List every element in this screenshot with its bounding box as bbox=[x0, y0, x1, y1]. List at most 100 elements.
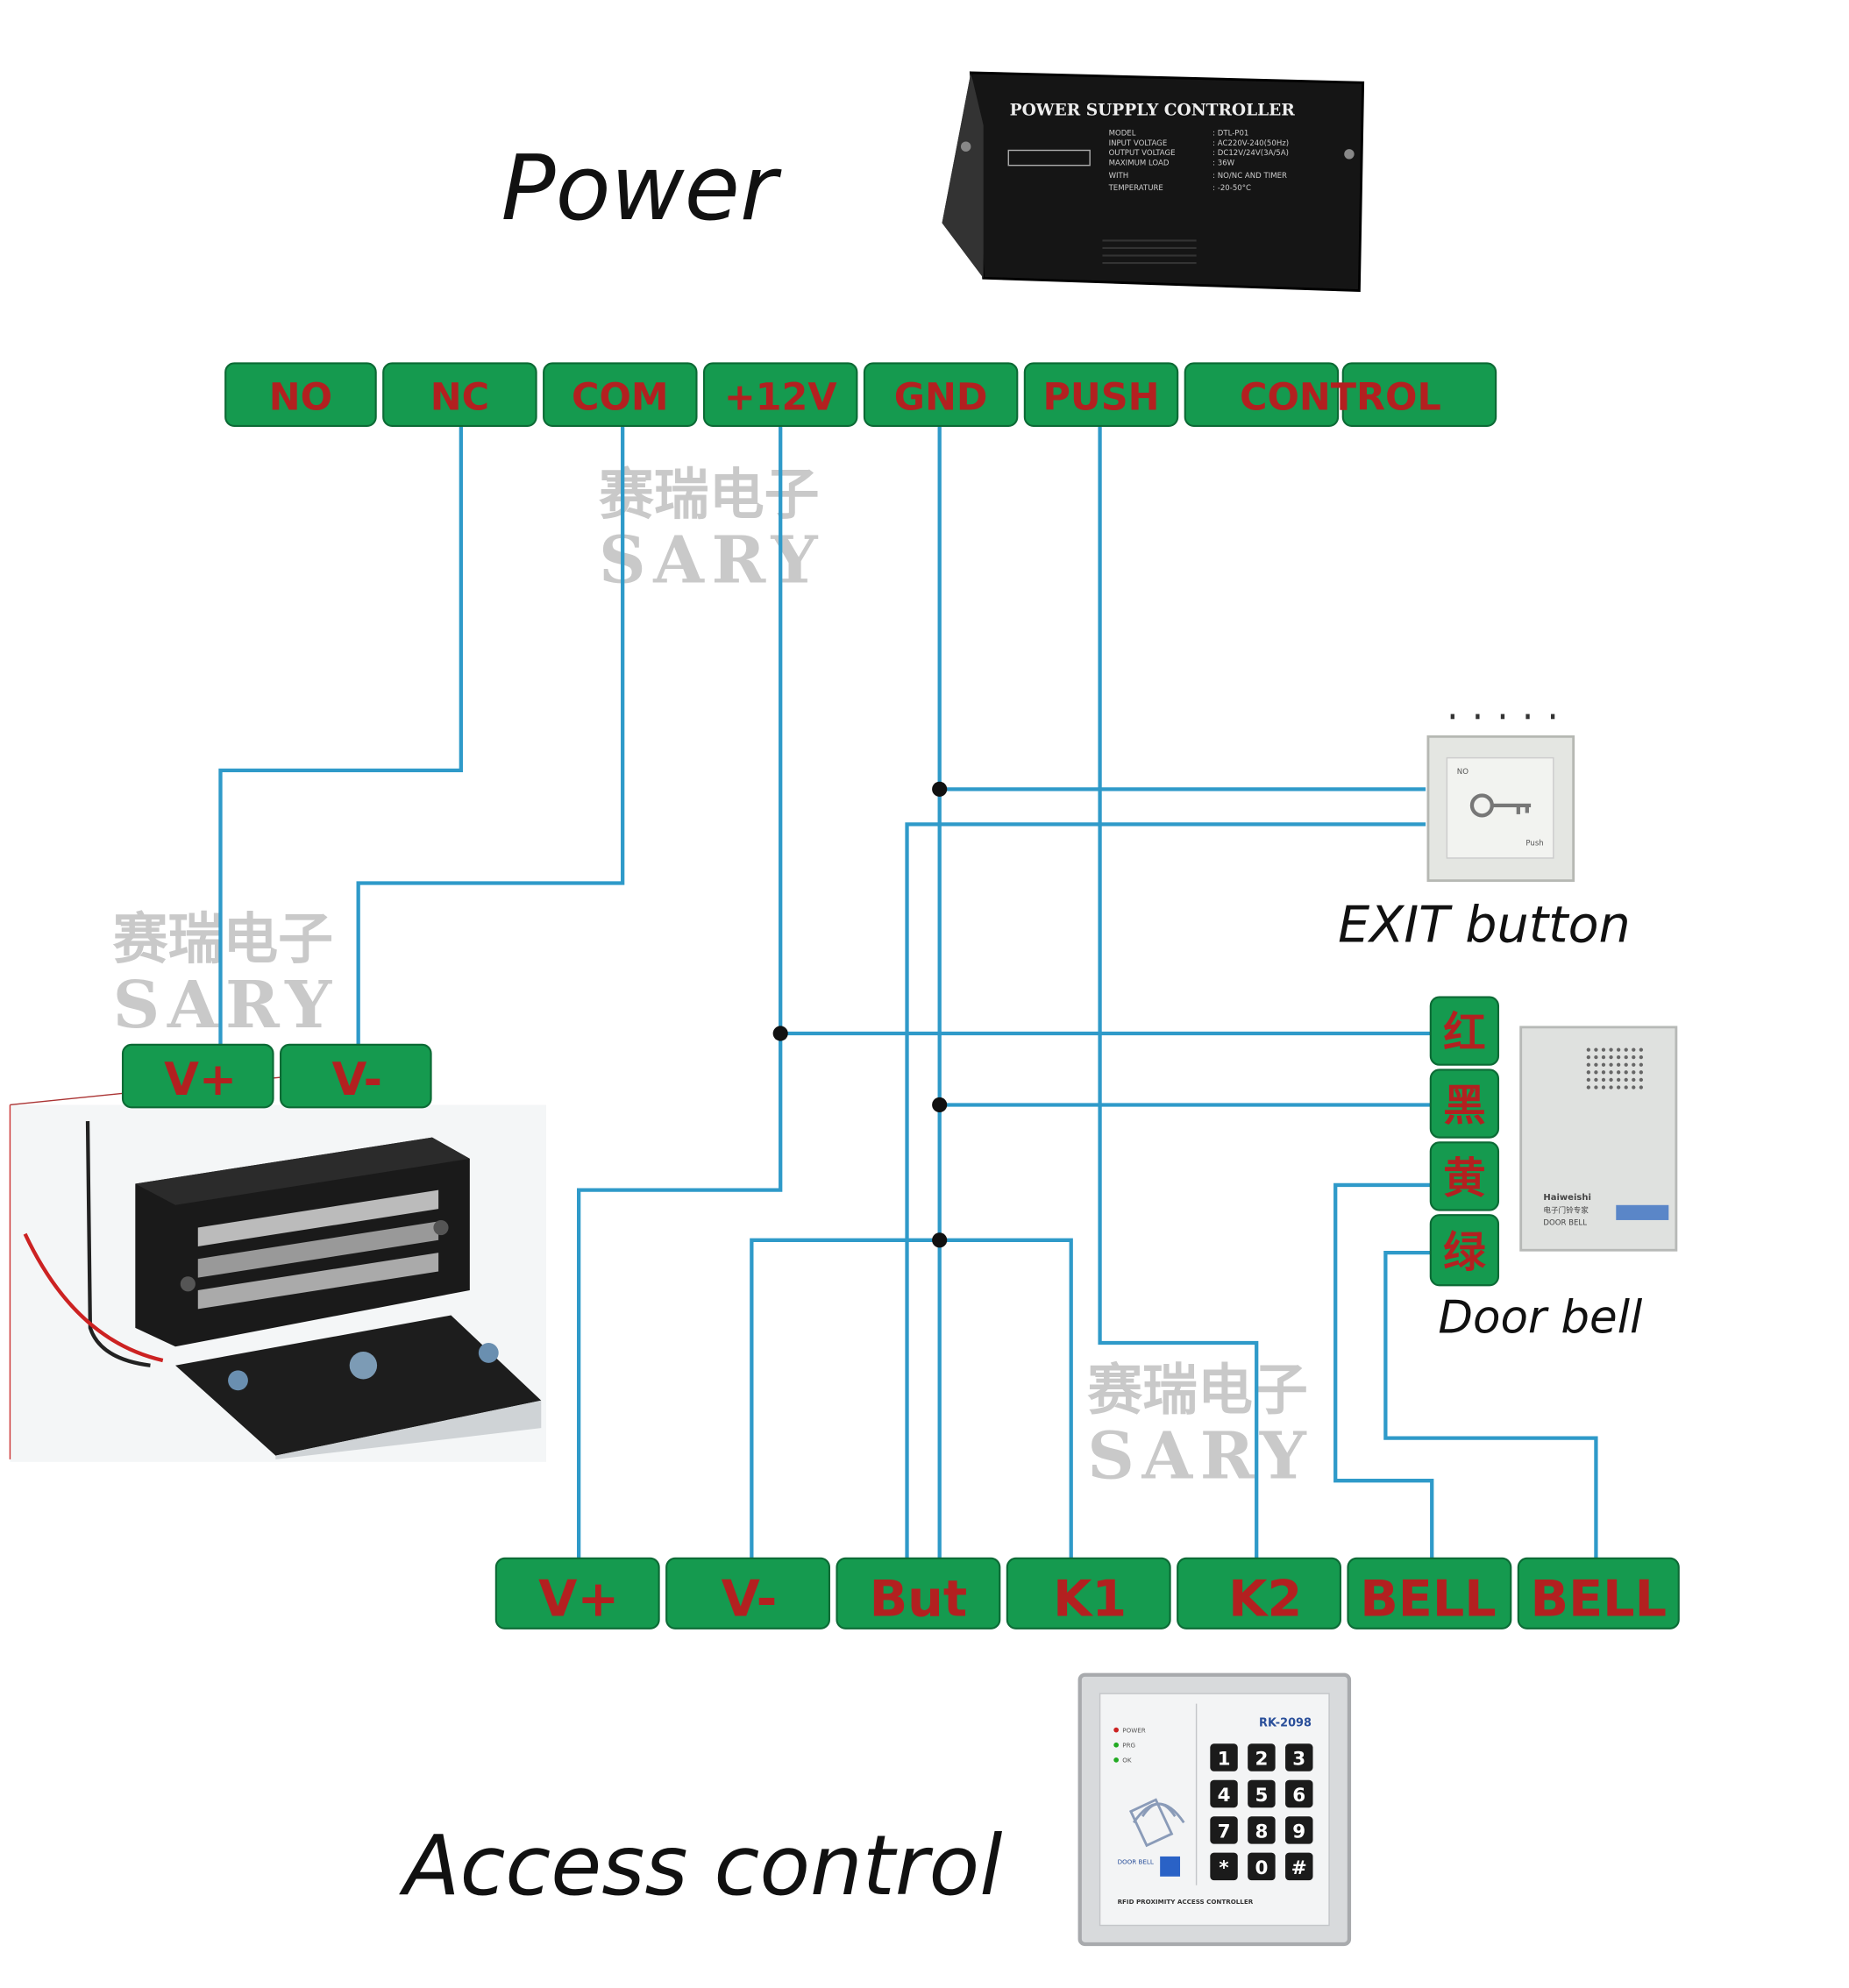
wire-gnd-to-k1 bbox=[939, 1238, 1073, 1569]
wire-stubs-icon bbox=[1450, 714, 1555, 720]
lock-wire-red bbox=[23, 1232, 164, 1363]
psu-spec: : DTL-P01 bbox=[1213, 129, 1248, 138]
terminal-label: BELL bbox=[1531, 1571, 1667, 1629]
keypad-key-label: 2 bbox=[1255, 1749, 1268, 1771]
terminal-label: 绿 bbox=[1443, 1228, 1486, 1277]
psu-title: POWER SUPPLY CONTROLLER bbox=[1010, 101, 1296, 119]
wires bbox=[218, 425, 1598, 1569]
keypad-key bbox=[1210, 1779, 1238, 1808]
grille-dot bbox=[1601, 1055, 1606, 1060]
bottom-terminal-block: V+ V- But K1 K2 BELL BELL bbox=[494, 1557, 1680, 1629]
wire-push-to-k2 bbox=[1098, 425, 1259, 1569]
indicator-label: PRG bbox=[1122, 1742, 1135, 1750]
watermark-en: SARY bbox=[113, 966, 339, 1043]
grille-dot bbox=[1609, 1077, 1613, 1083]
junction-dot bbox=[932, 781, 948, 797]
terminal-com: COM bbox=[543, 362, 698, 427]
access-terminal-bell-2: BELL bbox=[1517, 1557, 1680, 1629]
keypad-key bbox=[1285, 1743, 1313, 1771]
grille-dot bbox=[1601, 1070, 1606, 1075]
terminal-no: NO bbox=[224, 362, 377, 427]
grille-dot bbox=[1586, 1085, 1590, 1090]
grille-dot bbox=[1616, 1077, 1621, 1083]
bell-brand: Haiweishi bbox=[1543, 1193, 1590, 1203]
access-terminal-k2: K2 bbox=[1177, 1557, 1341, 1629]
grille-dot bbox=[1601, 1047, 1606, 1052]
grille-dot bbox=[1616, 1062, 1621, 1067]
keypad-key bbox=[1248, 1743, 1276, 1771]
grille-dot bbox=[1624, 1062, 1628, 1067]
psu-spec: : DC12V/24V(3A/5A) bbox=[1213, 149, 1289, 158]
grille-dot bbox=[1639, 1055, 1644, 1060]
keypad-key-label: 5 bbox=[1255, 1785, 1268, 1807]
watermark-top: 赛瑞电子 SARY bbox=[599, 462, 825, 599]
keypad-key-label: * bbox=[1219, 1857, 1228, 1879]
grille-dot bbox=[1609, 1047, 1613, 1052]
keypad-key bbox=[1285, 1779, 1313, 1808]
bell-key-icon bbox=[1160, 1856, 1181, 1877]
watermark-bottom: 赛瑞电子 SARY bbox=[1087, 1358, 1313, 1495]
access-terminal-k1: K1 bbox=[1006, 1557, 1171, 1629]
grille-dot bbox=[1594, 1070, 1598, 1075]
keypad-key-label: 8 bbox=[1255, 1821, 1268, 1842]
indicator-label: OK bbox=[1122, 1757, 1132, 1764]
wire-12v-to-vplus bbox=[577, 425, 783, 1569]
junction-dot bbox=[772, 1026, 788, 1041]
door-bell-label: Door bell bbox=[1438, 1292, 1643, 1345]
grille-dot bbox=[1632, 1055, 1636, 1060]
grille-dot bbox=[1616, 1055, 1621, 1060]
grille-dot bbox=[1586, 1070, 1590, 1075]
bell-line3: DOOR BELL bbox=[1543, 1219, 1587, 1228]
grille-dot bbox=[1594, 1077, 1598, 1083]
grille-dot bbox=[1586, 1062, 1590, 1067]
bell-terminal-block: 红 黑 黄 绿 bbox=[1429, 996, 1500, 1287]
grille-dot bbox=[1624, 1055, 1628, 1060]
key-icon bbox=[1469, 793, 1532, 818]
grille-dot bbox=[1594, 1047, 1598, 1052]
bell-terminal-green: 绿 bbox=[1429, 1214, 1500, 1287]
bell-line2: 电子门铃专家 bbox=[1543, 1204, 1589, 1215]
access-terminal-vminus: V- bbox=[665, 1557, 831, 1629]
wire-gnd-to-vminus bbox=[750, 1238, 940, 1569]
door-bell-device: Haiweishi 电子门铃专家 DOOR BELL bbox=[1519, 1026, 1678, 1252]
exit-button-label: EXIT button bbox=[1338, 897, 1631, 955]
wire-bell-yellow-to-bell bbox=[1333, 1182, 1439, 1569]
keypad-key bbox=[1285, 1852, 1313, 1881]
wire-nc-to-lock-vplus bbox=[218, 425, 463, 1055]
terminal-label: V- bbox=[332, 1054, 382, 1106]
terminal-label: V+ bbox=[538, 1571, 619, 1629]
grille-dot bbox=[1632, 1047, 1636, 1052]
psu-spec: TEMPERATURE bbox=[1108, 184, 1163, 193]
junctions bbox=[772, 781, 948, 1248]
terminal-label: PUSH bbox=[1043, 375, 1160, 419]
access-control-label: Access control bbox=[398, 1818, 1002, 1914]
watermark-en: SARY bbox=[599, 522, 825, 599]
grille-dot bbox=[1594, 1062, 1598, 1067]
watermark-en: SARY bbox=[1087, 1416, 1313, 1494]
terminal-12v: +12V bbox=[702, 362, 858, 427]
terminal-gnd: GND bbox=[863, 362, 1019, 427]
top-terminal-block: NO NC COM +12V GND PUSH CONTROL bbox=[224, 362, 1497, 427]
grille-dot bbox=[1609, 1062, 1613, 1067]
keypad-key-label: # bbox=[1291, 1857, 1307, 1879]
magnetic-lock-device bbox=[9, 1076, 547, 1462]
screw-icon bbox=[1344, 149, 1355, 160]
psu-spec: : AC220V-240(50Hz) bbox=[1213, 139, 1289, 148]
grille-dot bbox=[1639, 1077, 1644, 1083]
access-terminal-bell-1: BELL bbox=[1347, 1557, 1512, 1629]
terminal-label: V- bbox=[722, 1571, 778, 1629]
grille-dot bbox=[1616, 1085, 1621, 1090]
grille-dot bbox=[1624, 1085, 1628, 1090]
speaker-grille-icon bbox=[1586, 1047, 1644, 1090]
grille-dot bbox=[1624, 1070, 1628, 1075]
grille-dot bbox=[1601, 1085, 1606, 1090]
watermark-cn: 赛瑞电子 bbox=[1087, 1358, 1307, 1423]
psu-spec: INPUT VOLTAGE bbox=[1109, 139, 1168, 148]
grille-dot bbox=[1609, 1055, 1613, 1060]
grille-dot bbox=[1632, 1070, 1636, 1075]
keypad-key-label: 9 bbox=[1292, 1821, 1305, 1842]
watermark-cn: 赛瑞电子 bbox=[113, 906, 333, 971]
grille-dot bbox=[1616, 1070, 1621, 1075]
